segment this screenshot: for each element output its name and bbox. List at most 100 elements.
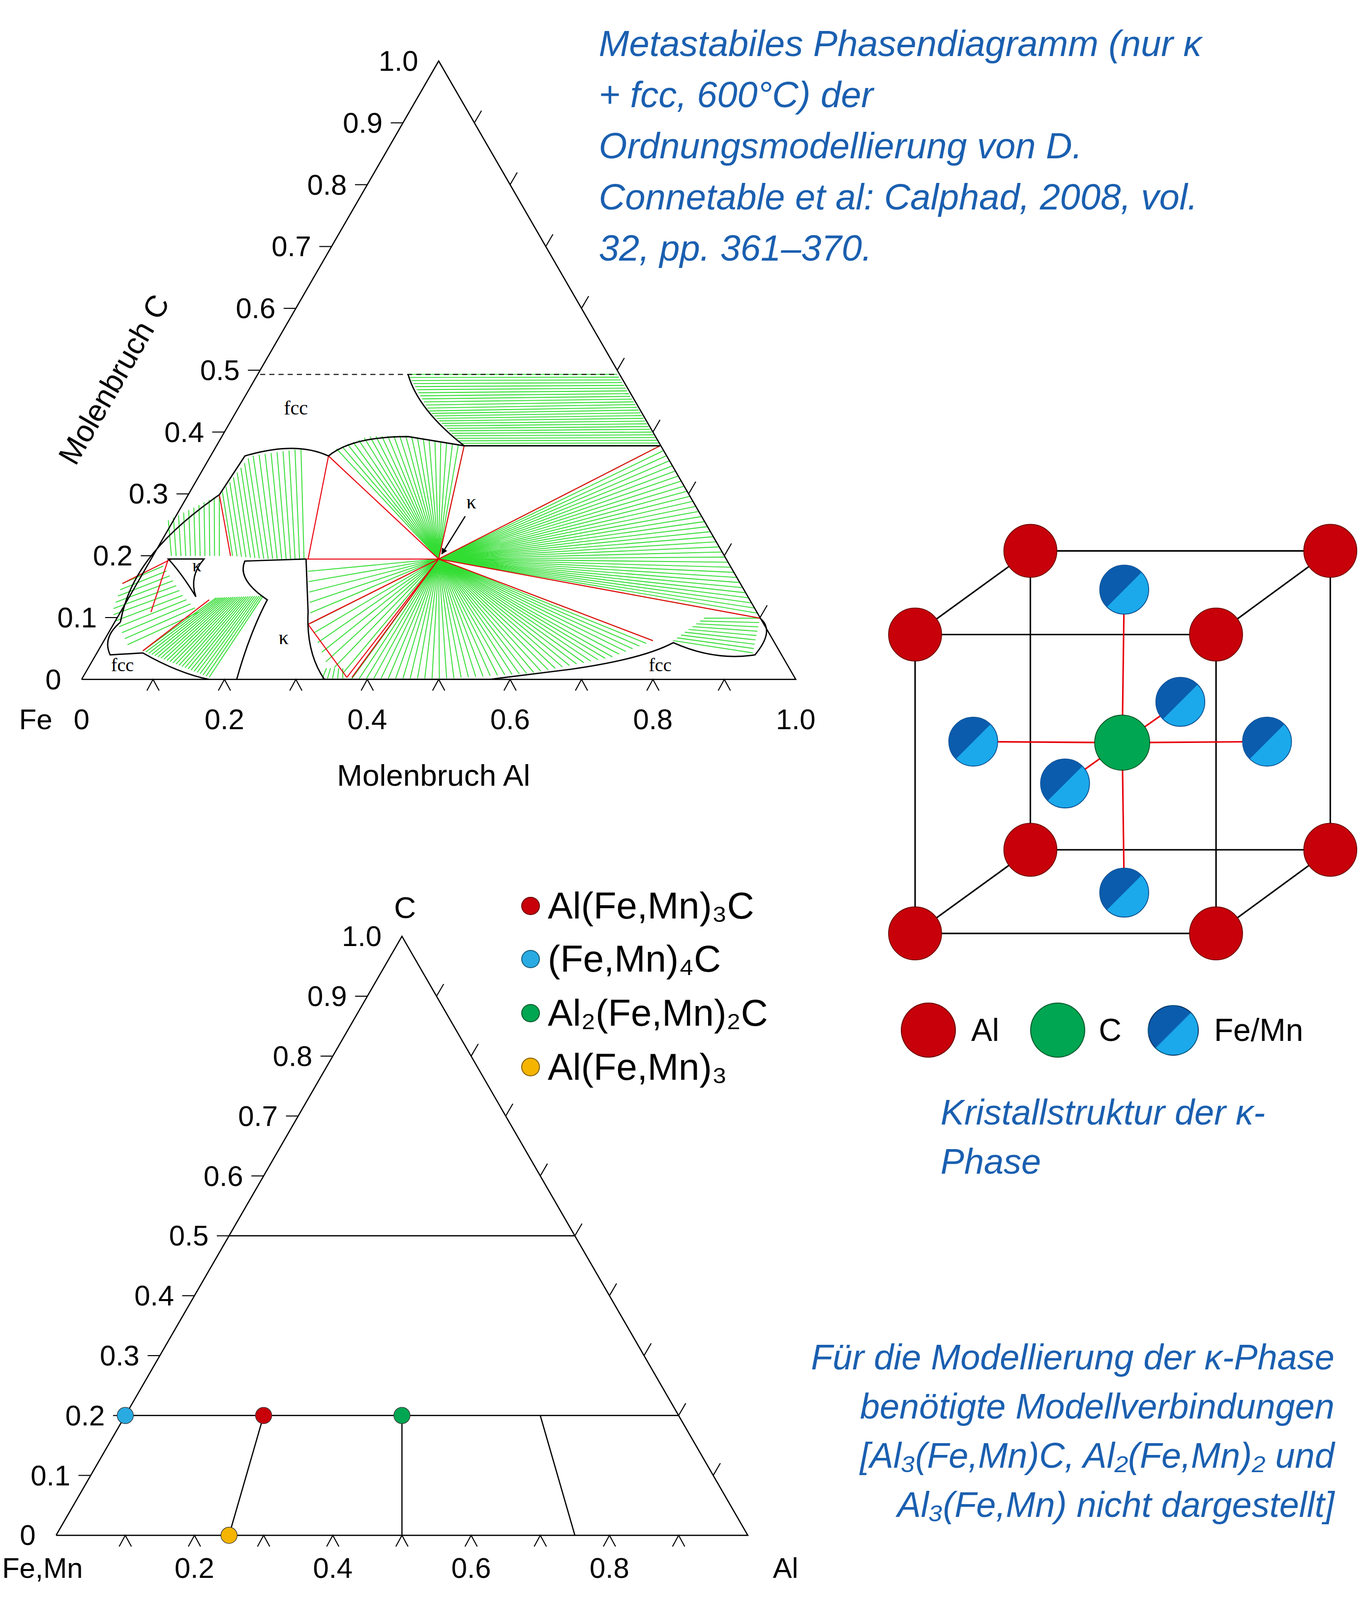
al-atom — [888, 608, 942, 662]
crystal-structure — [888, 524, 1357, 960]
axis-label: Molenbruch Al — [336, 758, 531, 793]
tie-line — [194, 596, 253, 672]
axis-label: 0.4 — [134, 1279, 175, 1312]
leader-arrow — [441, 516, 466, 555]
tie-line — [438, 559, 737, 578]
note: Für die Modellierung der κ-Phase benötig… — [704, 1332, 1335, 1530]
axis-label: fcc — [648, 654, 672, 676]
tick-mark — [283, 307, 297, 309]
tie-line — [438, 516, 702, 559]
tie-line — [438, 486, 684, 560]
phase-boundaries — [107, 374, 767, 680]
tick-mark — [718, 679, 731, 691]
axis-label: 0.6 — [451, 1552, 492, 1584]
legend-swatch — [521, 950, 540, 969]
al-atom — [1004, 823, 1058, 877]
legend-swatch — [900, 1002, 956, 1058]
tie-line — [411, 380, 621, 381]
tick-mark — [540, 1163, 548, 1177]
tie-line — [197, 595, 255, 673]
tie-line — [434, 413, 641, 416]
axis-label: κ — [466, 491, 476, 513]
tie-line — [700, 621, 760, 623]
tie-line — [684, 632, 756, 641]
tie-line — [451, 432, 653, 434]
tie-line — [309, 559, 439, 593]
tie-line — [173, 517, 177, 557]
compound-dot — [220, 1527, 238, 1544]
axis-label: Al — [772, 1552, 799, 1584]
tick-mark — [678, 1403, 686, 1416]
tie-line — [416, 387, 626, 390]
tie-line — [295, 449, 300, 560]
tie-line — [438, 559, 626, 652]
al-atom — [1303, 524, 1357, 578]
compound-dot — [255, 1407, 272, 1424]
legend-text: Fe/Mn — [1214, 1012, 1304, 1048]
tie-line — [438, 531, 711, 560]
tick-mark — [390, 122, 404, 124]
axis-label: 0.8 — [307, 169, 348, 201]
axis-label: 0.7 — [271, 230, 312, 263]
tie-line — [317, 559, 439, 643]
tick-mark — [432, 679, 446, 691]
tick-mark — [724, 543, 732, 556]
tie-line — [127, 612, 199, 645]
axis-label: 0.9 — [307, 980, 348, 1012]
compound-dot — [117, 1407, 134, 1424]
tie-line — [276, 452, 286, 560]
tick-mark — [212, 431, 225, 433]
c-atom — [1094, 714, 1150, 771]
tie-line — [438, 557, 726, 560]
axis-label: 0 — [45, 663, 61, 696]
tick-mark — [147, 679, 160, 691]
al-atom — [888, 906, 942, 960]
tie-line — [113, 585, 177, 609]
tie-line — [438, 559, 498, 676]
three-phase-lines — [122, 445, 761, 678]
axis-label: 0.3 — [99, 1339, 140, 1372]
tie-line — [425, 401, 634, 405]
tie-line — [438, 559, 454, 679]
tick-mark — [509, 172, 518, 185]
axis-label: 0.5 — [169, 1219, 209, 1252]
composition-line — [229, 1235, 575, 1237]
tie-line — [438, 541, 717, 560]
tick-mark — [216, 1235, 230, 1237]
fe-mn-atom — [1099, 868, 1150, 918]
axis-label: 0.2 — [204, 703, 245, 736]
axis-label: 0.5 — [200, 354, 240, 387]
figure-caption: Kristallstruktur der κ-Phase — [940, 1087, 1349, 1187]
compound-dot — [393, 1407, 411, 1424]
tie-line — [420, 393, 629, 396]
axis-label: C — [393, 890, 416, 924]
ternary-frames — [56, 60, 796, 1547]
tie-line — [208, 595, 264, 678]
tie-line — [456, 437, 655, 439]
tick-mark — [471, 1043, 479, 1057]
tie-line — [438, 559, 440, 679]
tie-line — [436, 415, 642, 419]
tick-mark — [326, 1535, 339, 1547]
tick-mark — [251, 1175, 264, 1177]
tie-line — [438, 559, 541, 672]
diagram-title: Metastabiles Phasendiagramm (nur κ + fcc… — [598, 18, 1212, 274]
tick-mark — [545, 234, 554, 247]
axis-label: 0.9 — [342, 107, 383, 139]
tick-mark — [644, 1343, 652, 1356]
tie-line — [199, 504, 201, 557]
axis-label: κ — [192, 556, 202, 577]
tick-mark — [436, 983, 445, 997]
tie-line — [438, 481, 682, 560]
legend-swatch — [1030, 1002, 1086, 1058]
al-atom — [1303, 823, 1357, 877]
tie-line — [200, 595, 257, 674]
tick-mark — [247, 369, 261, 371]
tie-line — [327, 668, 331, 679]
tie-line — [115, 580, 173, 603]
tie-line — [444, 423, 647, 426]
axis-label: 0.6 — [490, 703, 531, 736]
tick-mark — [355, 184, 368, 186]
tick-mark — [609, 1283, 617, 1296]
tick-mark — [395, 1535, 409, 1547]
